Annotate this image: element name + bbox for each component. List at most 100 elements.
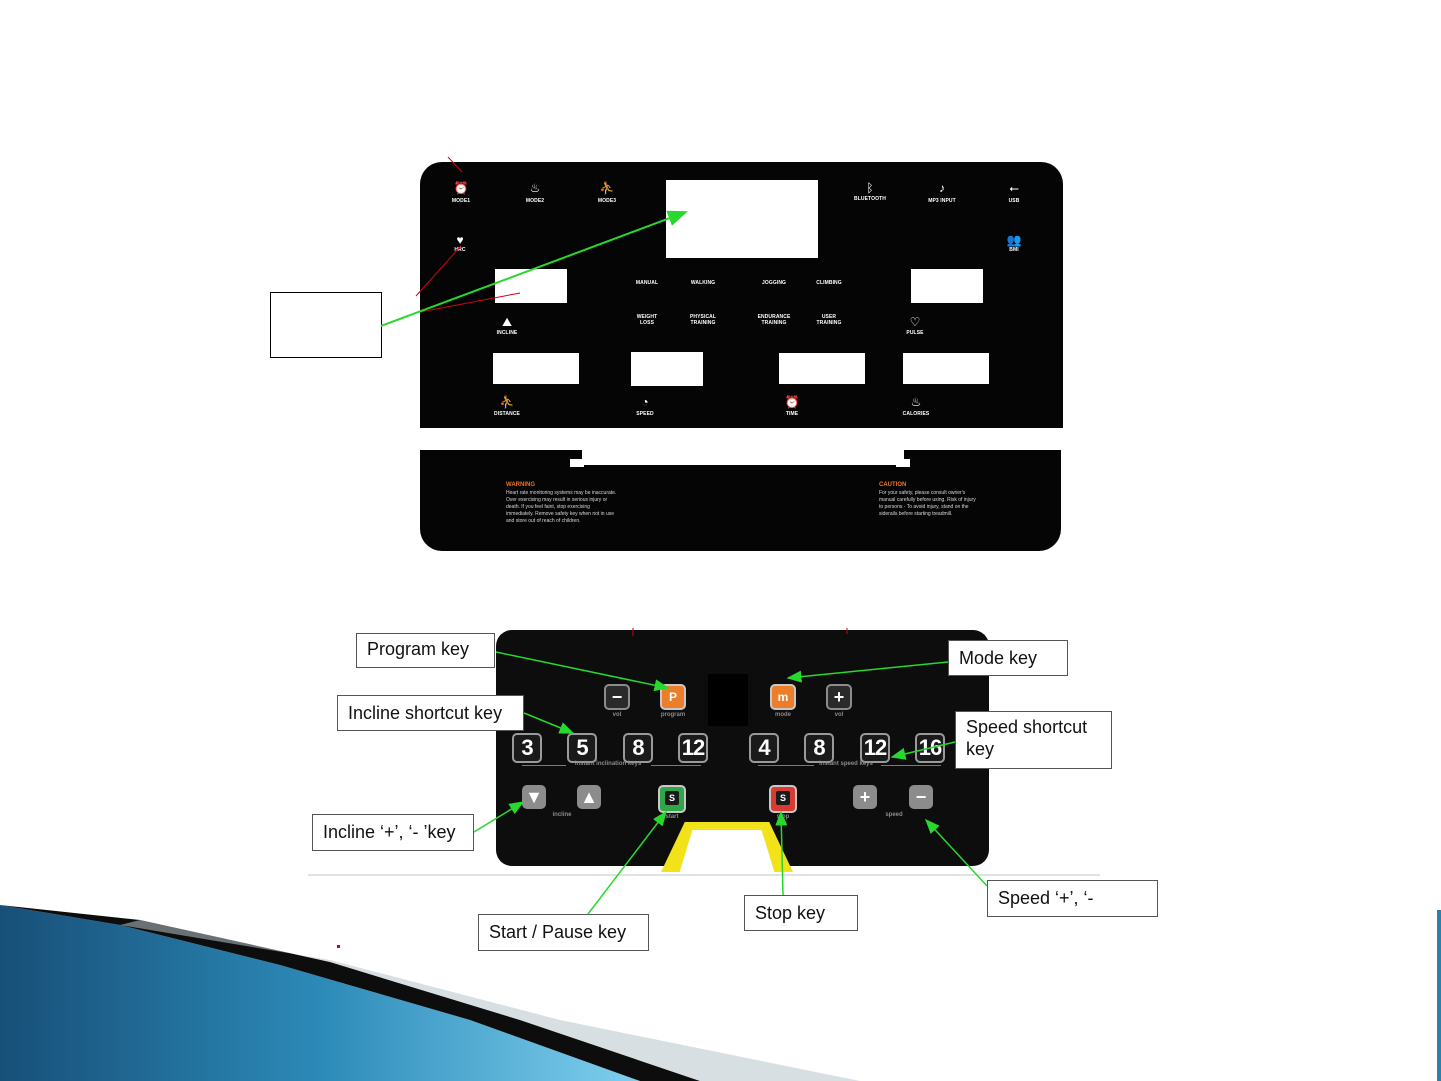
callout-stop-key: Stop key [744,895,858,931]
arrow-to-program-key [495,651,670,692]
program-user-training: USER TRAINING [816,314,842,326]
vol-plus-button[interactable]: + [826,684,852,710]
people-icon: 👥 [1006,233,1022,247]
speed-plus-button[interactable]: + [853,785,877,809]
incline-key-5[interactable]: 5 [567,733,597,763]
program-walking: WALKING [690,280,716,286]
speedometer-icon: ◔ [641,395,649,409]
distance-display-window [493,353,579,384]
start-pause-button[interactable]: S [658,785,686,813]
callout-speed-shortcut-line1: Speed shortcut [966,717,1088,737]
incline-key-12[interactable]: 12 [678,733,708,763]
incline-key-label: incline [552,812,572,818]
runner-icon: ⛹ [599,181,615,195]
start-key-glyph: S [665,791,679,806]
vol-label-right: vol [834,712,844,718]
incline-icon: ⛰ [501,315,513,329]
stop-key-glyph: S [776,791,790,806]
music-note-icon: ♪ [939,181,945,195]
speed-key-4[interactable]: 4 [749,733,779,763]
incline-label: INCLINE [496,330,518,336]
red-annotation-line [419,292,521,313]
hrc-label: HRC [454,247,466,253]
warning-title: WARNING [506,482,535,488]
flame-icon: ♨ [529,181,541,195]
triangle-up-icon: ▲ [580,787,598,807]
vol-label-left: vol [612,712,622,718]
slide-edge-bar [1437,910,1441,1081]
program-physical-training: PHYSICAL TRAINING [689,314,717,326]
stop-button[interactable]: S [769,785,797,813]
mp3-input-label: MP3 INPUT [928,198,956,204]
callout-speed-plus-minus: Speed ‘+’, ‘- [987,880,1158,917]
incline-down-button[interactable]: ▼ [522,785,546,809]
runner-icon: ⛹ [499,395,515,409]
pulse-display-window [911,269,983,303]
empty-callout-box [270,292,382,358]
speed-display-window [631,352,703,386]
strip-notch-tab-right [896,459,910,467]
arrow-to-main-display [380,210,688,327]
calories-label: CALORIES [902,411,930,417]
pulse-icon: ♡ [909,315,921,329]
speed-key-label: speed [885,812,903,818]
slide-swoosh-black [0,905,700,1081]
mode3-label: MODE3 [597,198,617,204]
callout-speed-shortcut-line2: key [966,739,995,759]
speed-label: SPEED [636,411,654,417]
incline-display-window [495,269,567,303]
program-manual: MANUAL [635,280,659,286]
triangle-down-icon: ▼ [525,787,543,807]
instant-incline-label: instant inclination keys [574,761,642,767]
vol-minus-button[interactable]: − [604,684,630,710]
warning-text: Heart rate monitoring systems may be ina… [506,490,617,524]
slide-swoosh-grey [120,920,860,1081]
main-display-window [666,180,818,258]
instant-speed-label: instant speed keys [819,761,873,767]
usb-label: USB [1008,198,1020,204]
program-key-label: program [660,712,686,718]
program-endurance-training: ENDURANCE TRAINING [757,314,791,326]
arrow-to-speed-minus [924,818,988,887]
callout-speed-shortcut-key: Speed shortcut key [955,711,1112,769]
caution-text: For your safety, please consult owner's … [879,490,976,517]
caution-title: CAUTION [879,482,907,488]
stray-red-mark [337,945,340,948]
strip-notch [582,449,904,465]
time-display-window [779,353,865,384]
arrow-to-mode-key [786,661,949,683]
incline-up-button[interactable]: ▲ [577,785,601,809]
callout-program-key: Program key [356,633,495,668]
distance-label: DISTANCE [494,411,520,417]
pulse-label: PULSE [906,330,924,336]
arrow-to-incline-shortcut [523,712,575,734]
speed-minus-button[interactable]: − [909,785,933,809]
red-annotation-line [415,245,462,297]
mode-button[interactable]: m [770,684,796,710]
alarm-clock-icon: ⏰ [784,395,800,409]
callout-start-pause: Start / Pause key [478,914,649,951]
usb-icon: ⭠ [1009,181,1019,195]
bluetooth-icon: ᛒ [866,181,874,195]
heart-icon: ♥ [456,233,464,247]
arrow-to-stop-key [775,810,788,896]
safety-key-housing-inner [679,830,775,874]
callout-mode-key: Mode key [948,640,1068,676]
baseline-divider [308,874,1100,876]
speed-key-8[interactable]: 8 [804,733,834,763]
callout-incline-plus-minus: Incline ‘+’, ‘- ’key [312,814,474,851]
incline-key-3[interactable]: 3 [512,733,542,763]
program-weight-loss: WEIGHT LOSS [636,314,658,326]
calories-display-window [903,353,989,384]
arrow-to-start-key [587,810,667,915]
incline-keys-line-right [651,765,701,766]
incline-keys-line-left [522,765,566,766]
strip-notch-tab-left [570,459,584,467]
start-key-label: start [665,814,679,820]
red-annotation-line [447,156,463,173]
speed-key-12[interactable]: 12 [860,733,890,763]
incline-key-8[interactable]: 8 [623,733,653,763]
mode2-label: MODE2 [525,198,545,204]
mode1-label: MODE1 [451,198,471,204]
